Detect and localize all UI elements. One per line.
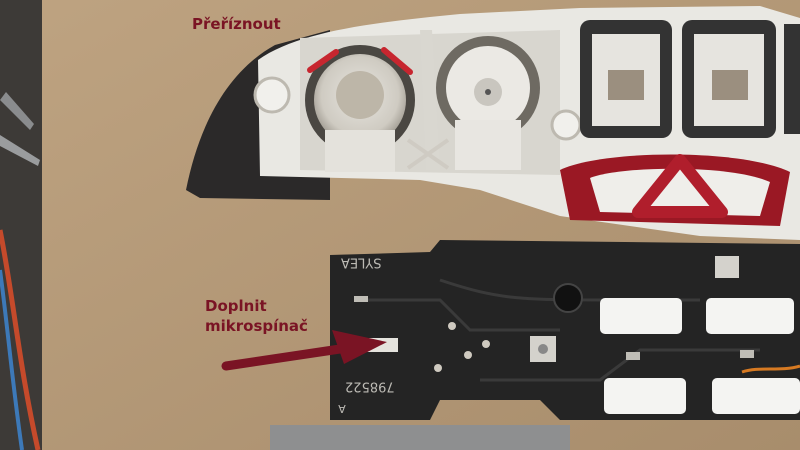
pcb-silkscreen-number: 798522 [345,379,395,394]
pcb-via-4 [434,364,442,372]
cut-annotation-label: Přeříznout [192,15,281,33]
red-cable [0,229,41,450]
pcb-button-1 [600,298,682,334]
add-annotation-line1: Doplnit [205,297,267,315]
hazard-triangle-icon [632,154,728,218]
pcb-smd-2 [626,352,640,360]
left-knob-cap [336,71,384,119]
cut-mark-left [307,49,339,73]
add-annotation-line2: mikrospínač [205,317,308,335]
left-post [253,76,291,114]
pcb-silkscreen-brand: SYLEA [341,255,382,270]
switch-housing-3-partial [784,24,800,134]
pcb-button-2 [706,298,794,334]
annotation-arrow-head [332,330,387,364]
pcb-board [330,240,800,420]
switch-housing-2-core [712,70,748,100]
pcb-button-3 [604,378,686,414]
pcb-trace-3 [480,348,760,382]
central-strut [420,30,440,170]
metal-base-bottom [270,425,570,450]
metal-tool-tip [0,135,40,166]
right-post [550,109,582,141]
cut-mark-right [381,47,413,75]
blue-cable [0,269,24,450]
add-microswitch-annotation: Doplnit mikrospínač [205,296,308,336]
annotation-arrow-shaft [221,344,345,371]
hazard-bezel-inner [590,168,770,216]
pcb-via-3 [482,340,490,348]
right-knob-hole [485,89,491,95]
switch-housing-1-core [608,70,644,100]
x-brace [406,138,450,170]
dark-desk-left [0,0,42,450]
right-knob-stand [455,120,521,170]
orange-wire [741,364,800,374]
pcb-trace-2 [360,298,560,332]
pcb-button-4 [712,378,800,414]
pcb-via-1 [448,322,456,330]
pcb-smd-1 [354,296,368,302]
pcb-smd-3 [740,350,754,358]
metal-tool [0,92,34,130]
pcb-silkscreen-letter: A [338,402,346,415]
pcb-via-2 [464,351,472,359]
pcb-mounting-hole [553,283,583,313]
pcb-microswitch-top [715,256,739,278]
pcb-microswitch-dot [538,344,548,354]
left-knob-stand [325,130,395,172]
